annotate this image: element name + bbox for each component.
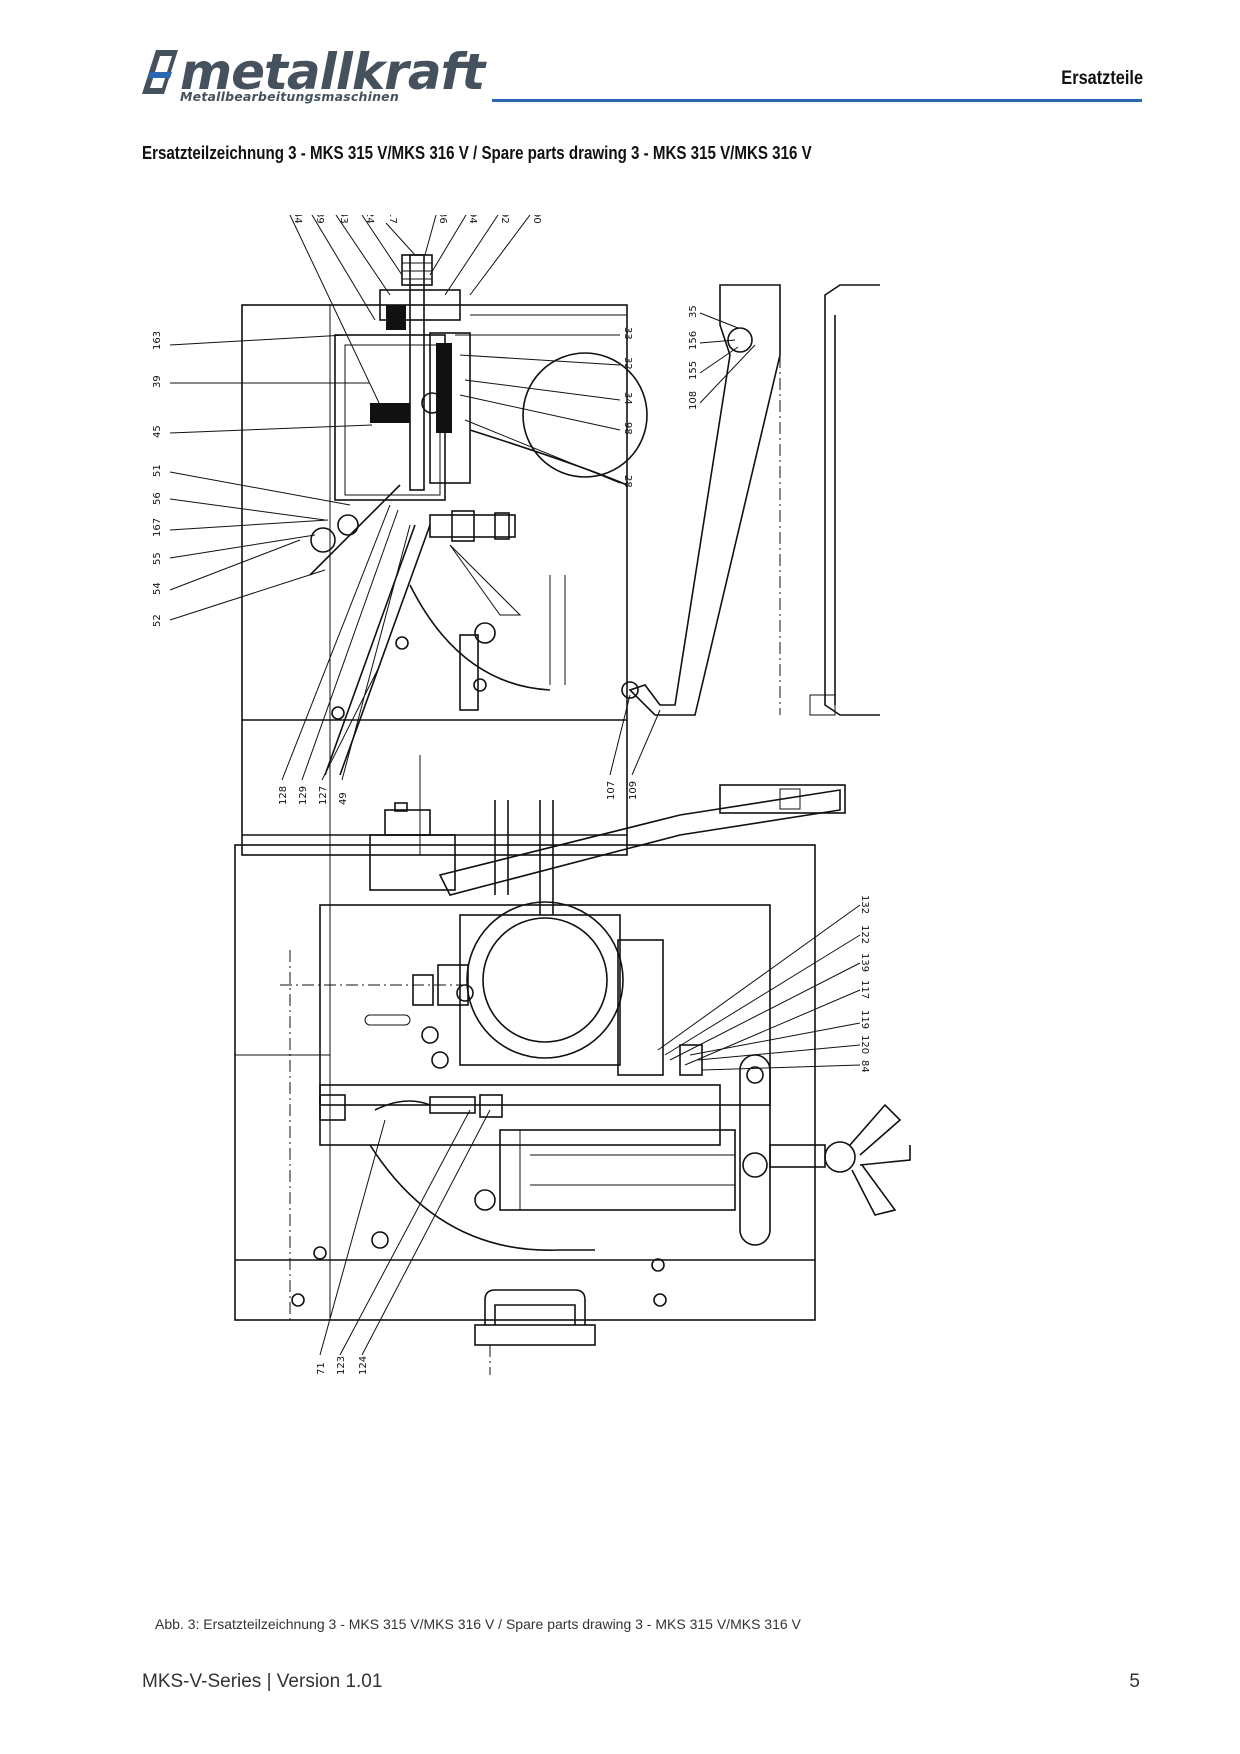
callout-number: 163	[152, 331, 163, 350]
callout-number: 119	[859, 1010, 870, 1029]
callout-number: 54	[152, 582, 163, 595]
callouts-plan-right: 132 122 139 117 119 120 84	[859, 895, 870, 1073]
spare-parts-drawing: 163 39 45 51 56 167 55 54 52 44 89 43 24…	[152, 215, 911, 1375]
brand-name: metallkraft	[180, 43, 485, 101]
callout-number: 127	[318, 786, 329, 805]
callout-number: 128	[278, 786, 289, 805]
lever-side-view	[609, 284, 880, 776]
callout-number: 122	[859, 925, 870, 944]
callout-number: 92	[499, 215, 510, 224]
callout-number: 33	[622, 327, 633, 340]
callout-number: 71	[316, 1362, 327, 1375]
callout-number: 39	[152, 375, 163, 388]
brand-logo: metallkraft Metallbearbeitungsmaschinen	[142, 44, 485, 106]
callout-number: 124	[358, 1356, 369, 1375]
callout-number: 98	[622, 422, 633, 435]
header-rule	[492, 99, 1142, 102]
brand-tagline: Metallbearbeitungsmaschinen	[180, 89, 399, 104]
callout-number: 156	[688, 331, 699, 350]
page-title: Ersatzteilzeichnung 3 - MKS 315 V/MKS 31…	[142, 143, 812, 163]
callouts-left: 163 39 45 51 56 167 55 54 52	[152, 331, 163, 627]
callout-number: 44	[292, 215, 303, 224]
lower-plan-view	[234, 784, 911, 1375]
callout-number: 17	[387, 215, 398, 224]
footer-series-version: MKS-V-Series | Version 1.01	[142, 1671, 383, 1692]
callout-number: 45	[152, 425, 163, 438]
callout-number: 109	[628, 781, 639, 800]
callout-number: 56	[152, 492, 163, 505]
callouts-right: 33 32 34 98 28	[622, 327, 633, 488]
figure-caption: Abb. 3: Ersatzteilzeichnung 3 - MKS 315 …	[155, 1616, 801, 1632]
callouts-top: 44 89 43 24 17 36 94 92 90	[292, 215, 542, 224]
upper-elevation-view	[169, 215, 648, 856]
callout-number: 132	[859, 895, 870, 914]
callout-number: 35	[688, 305, 699, 318]
callout-number: 129	[298, 786, 309, 805]
callout-number: 36	[437, 215, 448, 224]
callout-number: 89	[314, 215, 325, 224]
callout-number: 52	[152, 614, 163, 627]
section-label: Ersatzteile	[1061, 68, 1143, 89]
callout-number: 120	[859, 1035, 870, 1054]
callout-number: 155	[688, 361, 699, 380]
callout-number: 49	[338, 792, 349, 805]
callouts-bottom-left: 128 129 127 49	[278, 786, 349, 805]
callout-number: 117	[859, 980, 870, 999]
callout-number: 139	[859, 953, 870, 972]
callout-number: 24	[364, 215, 375, 224]
page-number: 5	[1129, 1671, 1140, 1692]
callout-number: 84	[859, 1060, 870, 1073]
callout-number: 108	[688, 391, 699, 410]
callout-number: 55	[152, 552, 163, 565]
callout-number: 28	[622, 475, 633, 488]
callout-number: 167	[152, 518, 163, 537]
callout-number: 34	[622, 392, 633, 405]
callouts-plan-bottom: 71 123 124	[316, 1356, 369, 1375]
logo-mark-icon	[142, 50, 178, 94]
callout-number: 43	[338, 215, 349, 224]
callout-number: 123	[336, 1356, 347, 1375]
callout-number: 32	[622, 357, 633, 370]
callouts-lever: 35 156 155 108 107 109	[606, 305, 699, 800]
callout-number: 90	[531, 215, 542, 224]
callout-number: 94	[467, 215, 478, 224]
callout-number: 51	[152, 464, 163, 477]
callout-number: 107	[606, 781, 617, 800]
